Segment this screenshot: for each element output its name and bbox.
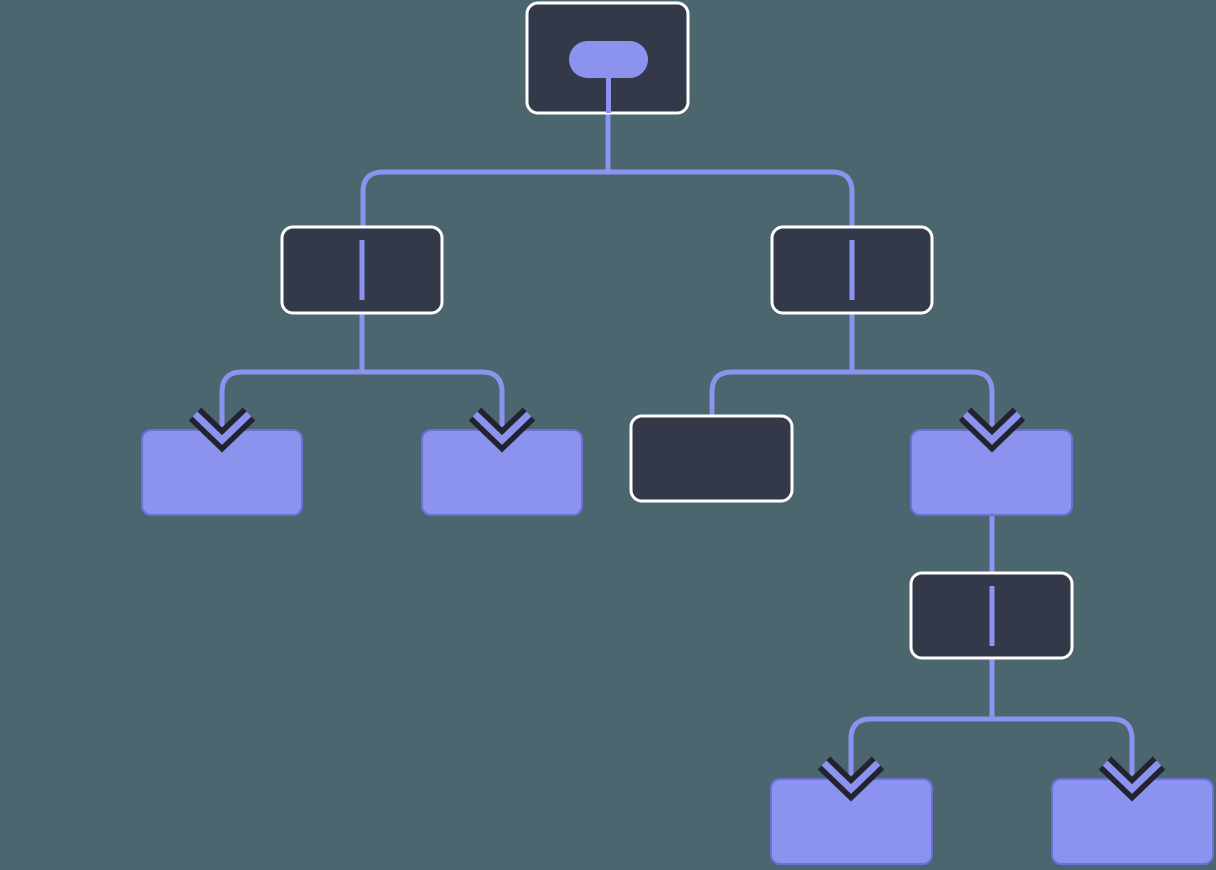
node-root[interactable] bbox=[525, 1, 690, 115]
node-inner-line bbox=[849, 240, 855, 300]
arrow-leaf-a bbox=[188, 407, 256, 453]
node-body-dark[interactable] bbox=[629, 414, 794, 503]
arrowhead-inner bbox=[192, 411, 252, 445]
node-level4-dark[interactable] bbox=[909, 571, 1074, 660]
arrowhead-inner bbox=[962, 411, 1022, 445]
node-level2-left[interactable] bbox=[280, 225, 444, 315]
arrow-leaf-b bbox=[468, 407, 536, 453]
arrowhead-inner bbox=[821, 760, 881, 794]
node-layer bbox=[141, 1, 1214, 865]
node-inner-line bbox=[359, 240, 365, 300]
connector-level2-right-to-level3-dark bbox=[709, 369, 852, 418]
connector-root-to-level2 bbox=[360, 169, 608, 313]
connector-level2-left-to-leaf-b bbox=[362, 369, 505, 434]
connector-level4-to-leaf-d bbox=[848, 716, 992, 783]
connector-level2-right-to-leaf-c bbox=[852, 369, 995, 434]
arrow-leaf-d bbox=[817, 756, 885, 802]
node-inner-stem bbox=[606, 59, 611, 113]
node-level2-right[interactable] bbox=[770, 225, 934, 315]
arrowhead-inner bbox=[472, 411, 532, 445]
node-level3-dark[interactable] bbox=[629, 414, 794, 503]
arrow-leaf-e bbox=[1098, 756, 1166, 802]
connector-level4-to-leaf-e bbox=[992, 716, 1135, 783]
arrow-leaf-c bbox=[958, 407, 1026, 453]
arrowhead-layer bbox=[188, 407, 1166, 802]
connector-level2-left-to-leaf-a bbox=[219, 369, 362, 434]
node-inner-line bbox=[989, 586, 995, 646]
connector-root-to-level2-right bbox=[608, 169, 855, 313]
arrowhead-inner bbox=[1102, 760, 1162, 794]
